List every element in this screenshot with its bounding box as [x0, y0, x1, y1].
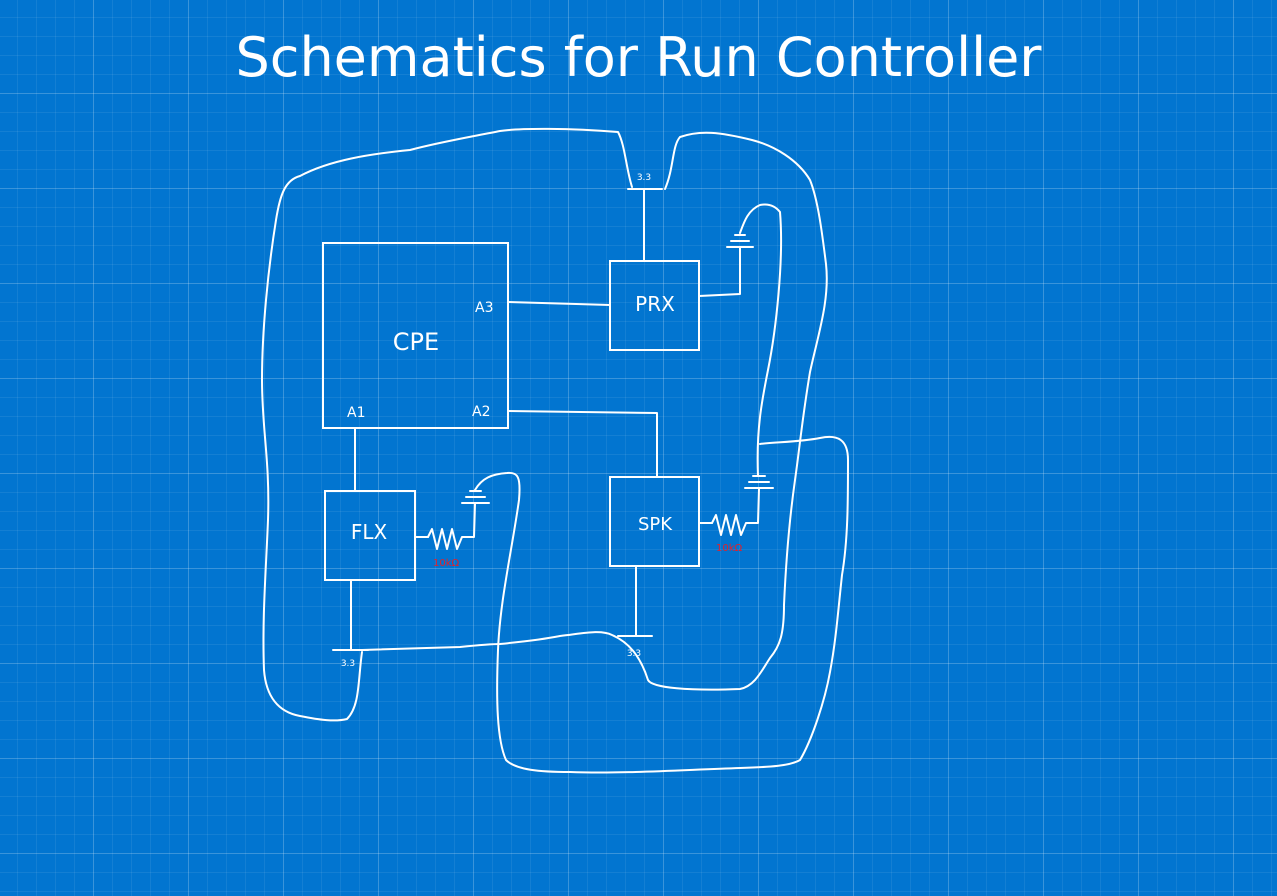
power-label-top: 3.3 — [637, 173, 651, 183]
spk-box — [609, 476, 700, 567]
cpe-block: CPE A3 A1 A2 — [322, 242, 509, 429]
wire-loop-prx-ground-to-spk-ground — [739, 203, 783, 477]
cpe-pin-a3: A3 — [475, 300, 493, 316]
ground-symbol-flx — [461, 490, 490, 504]
spk-block: SPK — [609, 476, 700, 567]
wire-a3-prx — [507, 301, 611, 306]
cpe-pin-a1: A1 — [347, 405, 365, 421]
resistor-spk — [711, 488, 760, 536]
resistor-label-spk: 10kΩ — [716, 543, 743, 554]
wire-a2-spk — [507, 410, 658, 478]
wire-prx-ground — [698, 246, 741, 297]
resistor-flx — [427, 503, 476, 550]
power-rail-top: 3.3 — [627, 173, 663, 190]
spk-label: SPK — [638, 514, 673, 535]
wire-loop-flx-ground-to-spk-ground — [474, 435, 849, 774]
power-rail-spk: 3.3 — [617, 635, 653, 659]
resistor-label-flx: 10kΩ — [433, 558, 460, 569]
cpe-box — [322, 242, 509, 429]
prx-block: PRX — [609, 260, 700, 351]
ground-symbol-spk — [744, 475, 774, 489]
wire-loop-flx-power-to-prx-ground — [361, 131, 828, 691]
page-title: Schematics for Run Controller — [235, 26, 1042, 89]
prx-label: PRX — [635, 292, 675, 316]
cpe-label: CPE — [393, 328, 439, 356]
flx-box — [324, 490, 416, 581]
flx-label: FLX — [351, 520, 388, 544]
cpe-pin-a2: A2 — [472, 404, 490, 420]
flx-block: FLX — [324, 490, 416, 581]
wire-loop-outer-left — [261, 127, 633, 722]
ground-symbol-prx — [726, 234, 754, 248]
power-label-spk: 3.3 — [627, 649, 641, 659]
power-label-flx: 3.3 — [341, 659, 355, 669]
